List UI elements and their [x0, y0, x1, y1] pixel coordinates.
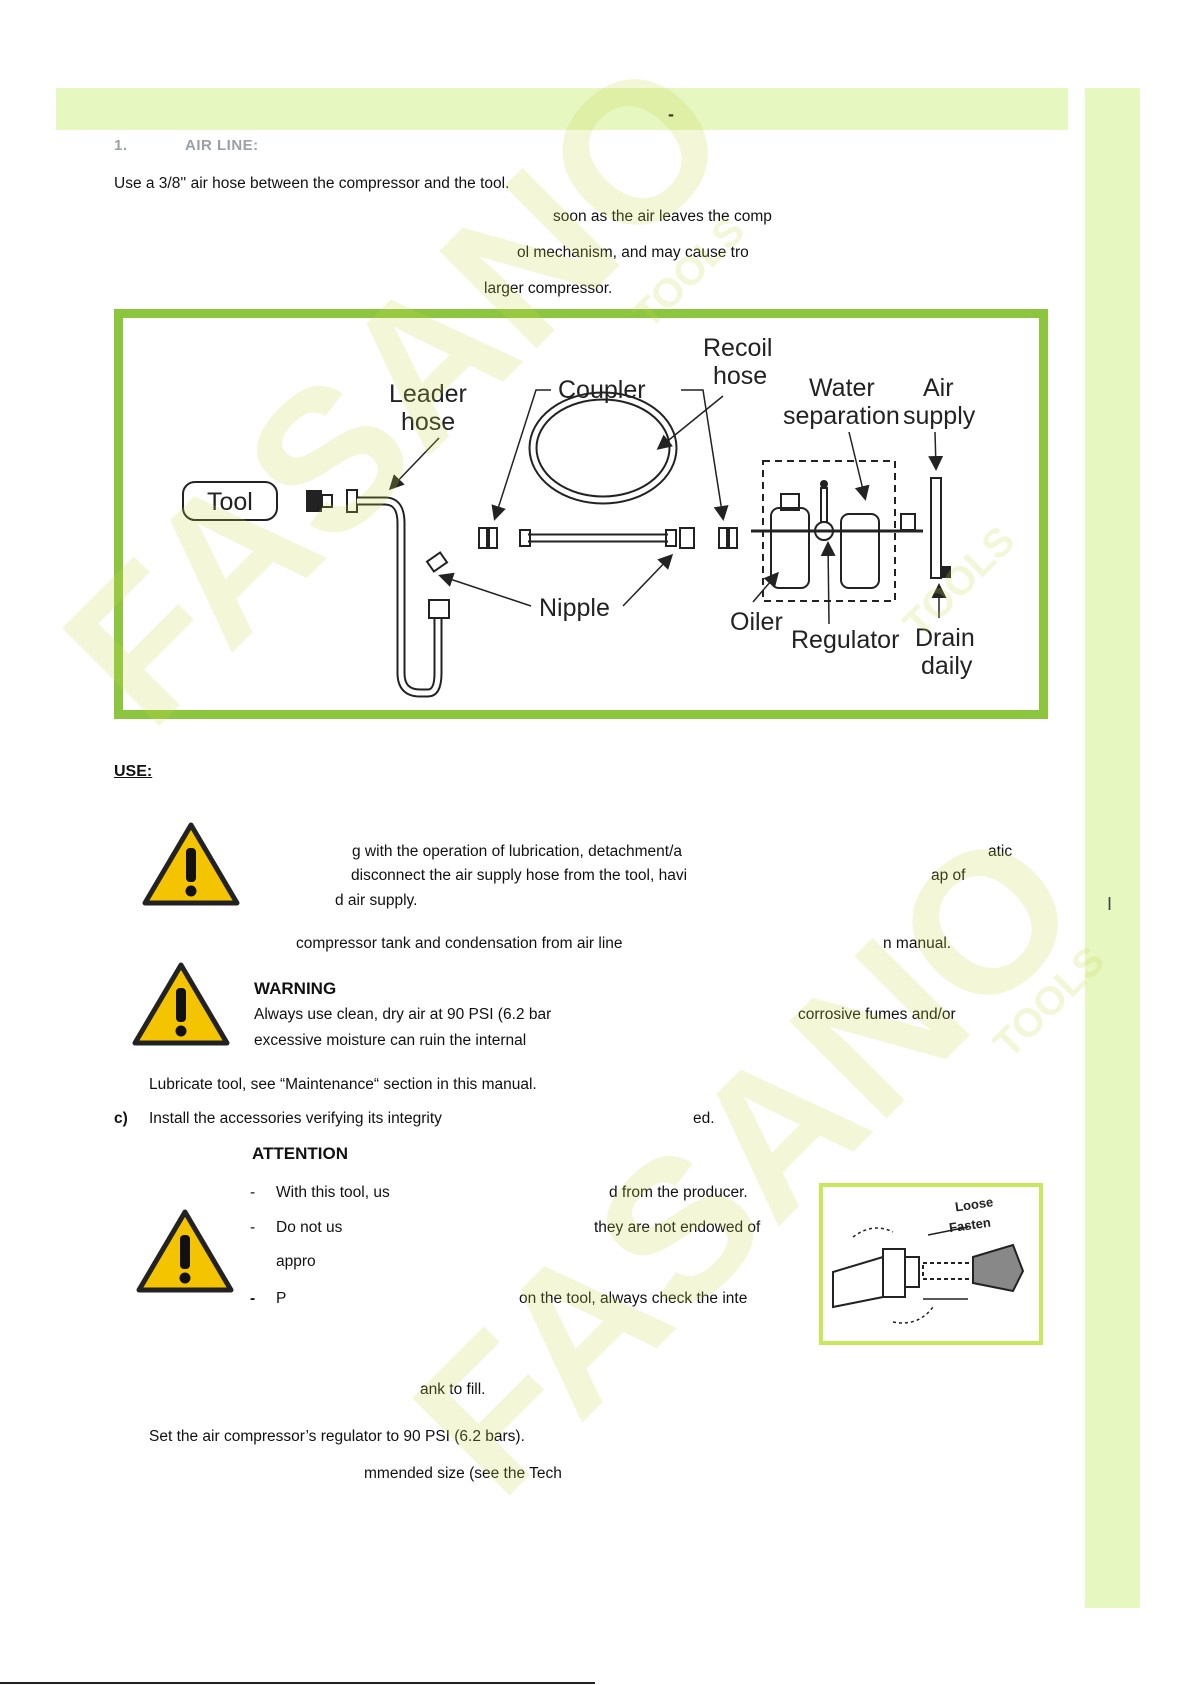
chuck	[882, 1248, 906, 1298]
attention-line-4: P	[276, 1290, 287, 1307]
caution-line-2: disconnect the air supply hose from the …	[351, 867, 688, 884]
label-recoil-hose-2: hose	[713, 362, 767, 390]
caution-line-1: g with the operation of lubrication, det…	[352, 843, 683, 860]
caution-line-1b: atic	[988, 843, 1013, 860]
attention-line-4b: on the tool, always check the inte	[519, 1290, 748, 1307]
label-water-2: separation	[783, 402, 900, 430]
header-mark: -	[668, 104, 674, 124]
label-loose: Loose	[954, 1194, 994, 1214]
attention-dash-4: -	[250, 1290, 256, 1307]
attention-dash-2: -	[250, 1219, 256, 1236]
label-oiler: Oiler	[730, 608, 783, 636]
label-drain-2: daily	[921, 652, 973, 680]
attention-line-1: With this tool, us	[276, 1184, 390, 1201]
label-nipple: Nipple	[539, 594, 610, 622]
airline-text-4: larger compressor.	[484, 280, 613, 297]
label-water-1: Water	[809, 374, 875, 402]
attention-dash-1: -	[250, 1184, 256, 1201]
section-title: AIR LINE:	[185, 137, 259, 154]
airline-text-3: ol mechanism, and may cause tro	[517, 244, 749, 261]
install-text: Install the accessories verifying its in…	[149, 1110, 442, 1127]
loose-fasten-svg: Loose Fasten	[832, 1194, 1025, 1324]
caution-warning-icon	[142, 822, 240, 906]
warning-icon	[132, 962, 230, 1046]
label-leader-hose-2: hose	[401, 408, 455, 436]
water-separator-bowl	[840, 513, 880, 589]
warning-line-2: excessive moisture can ruin the internal	[254, 1032, 527, 1049]
set-regulator-text: Set the air compressor’s regulator to 90…	[149, 1428, 525, 1445]
oiler-bowl	[770, 507, 810, 589]
leader-hose	[357, 496, 443, 698]
airline-text-1: Use a 3/8'' air hose between the compres…	[114, 175, 510, 192]
airline-text-2: soon as the air leaves the comp	[553, 208, 772, 225]
side-band	[1085, 88, 1140, 1608]
watermark-brand-2: FASANO	[373, 788, 1120, 1535]
label-leader-hose-1: Leader	[389, 380, 467, 408]
recommended-size-text: mmended size (see the Tech	[364, 1465, 562, 1482]
drain-tank-text-end: n manual.	[883, 935, 952, 952]
attention-line-2: Do not us	[276, 1219, 343, 1236]
warning-title: WARNING	[254, 979, 337, 998]
install-text-end: ed.	[693, 1110, 715, 1127]
airline-diagram-svg: Tool L	[182, 334, 976, 698]
install-marker: c)	[114, 1110, 128, 1127]
label-air-2: supply	[903, 402, 976, 430]
attention-warning-icon	[136, 1209, 234, 1293]
caution-line-2b: ap of	[931, 867, 966, 884]
nipple-right	[679, 527, 695, 549]
label-tool: Tool	[207, 488, 253, 516]
airline-diagram: Tool L	[114, 309, 1048, 719]
coupler-right	[718, 527, 728, 549]
tank-fill-text: ank to fill.	[420, 1381, 486, 1398]
footer-rule	[0, 1682, 595, 1684]
header-band	[56, 88, 1068, 130]
label-coupler: Coupler	[558, 376, 646, 404]
label-fasten: Fasten	[948, 1215, 992, 1236]
leader-end-fitting	[428, 599, 450, 619]
tool-fitting	[306, 490, 322, 512]
attention-line-1b: d from the producer.	[609, 1184, 748, 1201]
attention-title: ATTENTION	[252, 1144, 349, 1163]
attention-line-3: appro	[276, 1253, 316, 1270]
warning-line-1: Always use clean, dry air at 90 PSI (6.2…	[254, 1006, 552, 1023]
label-regulator: Regulator	[791, 626, 899, 654]
attention-line-2b: they are not endowed of	[594, 1219, 761, 1236]
caution-line-3: d air supply.	[335, 892, 418, 909]
loose-nipple	[425, 551, 449, 573]
air-supply-pipe	[930, 477, 942, 579]
leader-coupler-fitting	[346, 489, 358, 513]
section-number: 1.	[114, 137, 128, 154]
coupler-left-a	[478, 527, 488, 549]
lubricate-text: Lubricate tool, see “Maintenance“ sectio…	[149, 1076, 537, 1093]
tool-label-box	[182, 481, 278, 521]
drain-tank-text: compressor tank and condensation from ai…	[296, 935, 623, 952]
loose-fasten-figure: Loose Fasten	[819, 1183, 1043, 1345]
use-title: USE:	[114, 763, 153, 780]
label-air-1: Air	[923, 374, 954, 402]
side-letter: I	[1107, 894, 1113, 914]
burr-bit	[972, 1243, 1025, 1293]
label-recoil-hose-1: Recoil	[703, 334, 772, 362]
warning-line-1b: corrosive fumes and/or	[798, 1006, 956, 1023]
label-drain-1: Drain	[915, 624, 975, 652]
